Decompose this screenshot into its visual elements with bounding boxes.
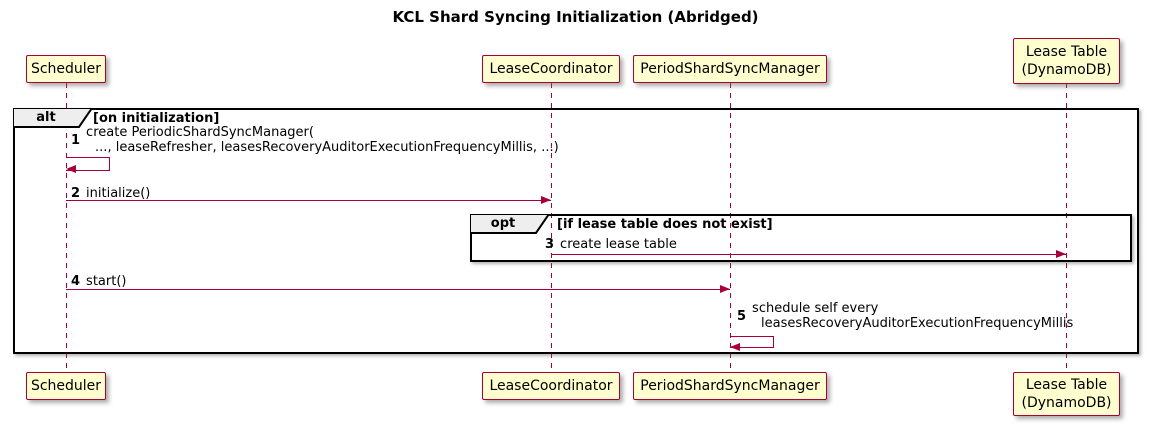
participant-label: Lease Table: [1025, 43, 1108, 60]
message-1-arrowhead: [66, 165, 76, 173]
participant-label: LeaseCoordinator: [489, 60, 613, 77]
participant-label: PeriodShardSyncManager: [640, 60, 820, 77]
message-text: initialize(): [86, 186, 151, 201]
alt-condition: [on initialization]: [93, 111, 220, 126]
message-text: start(): [86, 274, 127, 289]
message-text: create lease table: [560, 237, 677, 252]
participant-label: Lease Table: [1025, 376, 1108, 393]
message-2-arrow: [66, 200, 551, 202]
lifeline-lease-table: [1066, 83, 1067, 372]
participant-lease-coordinator-bottom: LeaseCoordinator: [482, 372, 620, 400]
opt-operator-pentagon: [470, 214, 551, 234]
message-number: 4: [71, 274, 81, 289]
message-3-arrowhead: [1056, 250, 1066, 258]
message-number: 1: [71, 132, 81, 148]
lifeline-lease-coordinator: [551, 83, 552, 372]
participant-period-shard-sync-manager-top: PeriodShardSyncManager: [633, 55, 827, 83]
message-5-arrowhead: [730, 343, 740, 351]
message-2-arrowhead: [541, 196, 551, 204]
participant-label: Scheduler: [30, 377, 102, 394]
participant-sublabel: (DynamoDB): [1021, 62, 1112, 78]
participant-lease-coordinator-top: LeaseCoordinator: [482, 55, 620, 83]
message-5-label: 5 schedule self every leasesRecoveryAudi…: [737, 301, 1073, 332]
message-4-arrow: [66, 289, 730, 291]
participant-label: LeaseCoordinator: [489, 377, 613, 394]
message-text: create PeriodicShardSyncManager( ..., le…: [86, 125, 559, 156]
participant-lease-table-top: Lease Table (DynamoDB): [1013, 38, 1120, 84]
message-3-arrow: [551, 254, 1066, 256]
message-2-label: 2 initialize(): [71, 186, 150, 201]
alt-operator-label: alt: [36, 110, 56, 125]
message-5-self-arrow: [730, 336, 774, 348]
opt-operator-label: opt: [490, 216, 516, 231]
participant-period-shard-sync-manager-bottom: PeriodShardSyncManager: [633, 372, 827, 400]
alt-frame: alt [on initialization]: [13, 108, 1139, 354]
participant-scheduler-top: Scheduler: [26, 55, 106, 83]
message-4-label: 4 start(): [71, 274, 126, 289]
message-number: 3: [545, 237, 555, 252]
message-3-label: 3 create lease table: [545, 237, 677, 252]
alt-operator-pentagon: [13, 108, 94, 128]
participant-lease-table-bottom: Lease Table (DynamoDB): [1013, 372, 1120, 416]
message-1-label: 1 create PeriodicShardSyncManager( ..., …: [71, 125, 559, 156]
opt-frame: opt [if lease table does not exist]: [470, 214, 1132, 262]
participant-sublabel: (DynamoDB): [1021, 395, 1112, 411]
message-4-arrowhead: [720, 285, 730, 293]
opt-condition: [if lease table does not exist]: [557, 217, 773, 232]
message-number: 5: [737, 308, 747, 324]
participant-label: PeriodShardSyncManager: [640, 377, 820, 394]
participant-scheduler-bottom: Scheduler: [26, 372, 106, 400]
message-number: 2: [71, 186, 81, 201]
message-text: schedule self every leasesRecoveryAudito…: [752, 301, 1074, 332]
message-1-self-arrow: [66, 157, 110, 171]
lifeline-period-shard-sync-manager: [730, 83, 731, 372]
diagram-title: KCL Shard Syncing Initialization (Abridg…: [392, 8, 759, 26]
lifeline-scheduler: [66, 83, 67, 372]
participant-label: Scheduler: [30, 60, 102, 77]
